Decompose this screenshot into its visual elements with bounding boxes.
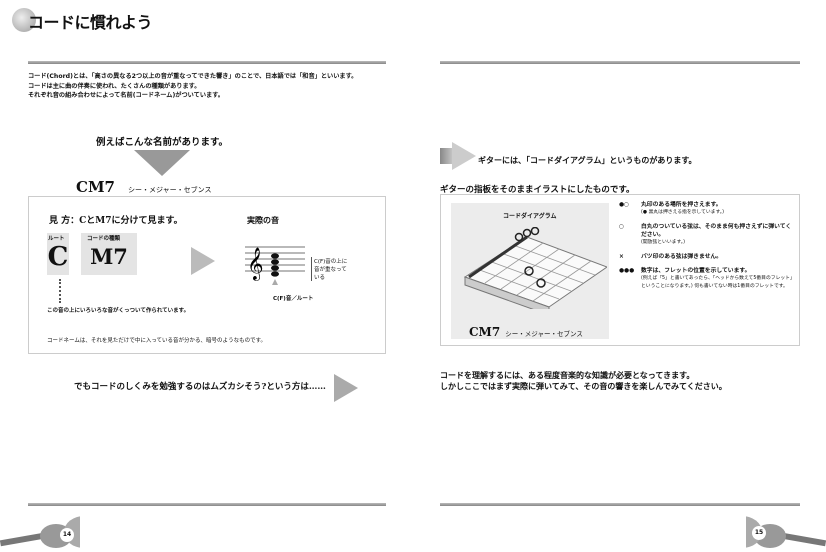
legend-item: ○ 白丸のついている弦は、そのまま何も押さえずに弾いてください。 (開放弦といいます… xyxy=(619,223,795,247)
chord-explanation-box: 見 方：CとM7に分けて見ます。 ルート C コードの種類 M7 実際の音 𝄞 … xyxy=(28,196,386,354)
staff-notation-icon: 𝄞 xyxy=(245,246,305,285)
intro-line: それぞれ音の組み合わせによって名前(コードネーム)がついています。 xyxy=(28,92,224,99)
down-arrow-icon xyxy=(134,150,190,176)
top-rule-right xyxy=(440,61,800,64)
intro-text: コード(Chord)とは、「高さの異なる2つ以上の音が重なってできた響き」のこと… xyxy=(28,72,357,101)
legend-symbol-icon: ●●● xyxy=(619,268,635,274)
intro-line: コードは主に曲の伴奏に使われ、たくさんの種類があります。 xyxy=(28,82,201,90)
page-title: コードに慣れよう xyxy=(28,13,153,32)
diagram-caption: CM7 シー・メジャー・セブンス xyxy=(469,321,583,340)
root-value: C xyxy=(47,242,69,272)
actual-sound-label: 実際の音 xyxy=(247,215,279,225)
legend-symbol-icon: ○ xyxy=(619,224,625,230)
page-number: 14 xyxy=(60,528,74,542)
intro-line: コード(Chord)とは、「高さの異なる2つ以上の音が重なってできた響き」のこと… xyxy=(28,73,358,80)
legend-text: バツ印のある弦は弾きません。 xyxy=(641,254,722,260)
page-number: 15 xyxy=(752,526,766,540)
diagram-reading: シー・メジャー・セブンス xyxy=(505,330,583,338)
legend-text: 丸印のある場所を押さえます。 xyxy=(641,202,722,208)
legend-note: (例えば「5」と書いてあったら、「ヘッドから数えて5番目のフレット」ということに… xyxy=(641,276,795,289)
legend-note: (開放弦といいます。) xyxy=(641,240,686,245)
chord-reading: シー・メジャー・セブンス xyxy=(128,186,212,194)
legend-item: ●○ 丸印のある場所を押さえます。 (● 黒丸は押さえる指を示しています。) xyxy=(619,201,795,217)
closing-line: コードを理解するには、ある程度音楽的な知識が必要となってきます。 xyxy=(440,371,695,380)
chord-name: CM7 xyxy=(76,178,115,196)
intro-arrow-icon xyxy=(452,142,476,170)
how-to-read: 見 方：CとM7に分けて見ます。 xyxy=(49,216,183,226)
guitar-icon xyxy=(746,516,826,548)
diagram-panel: コードダイアグラム CM7 シー・メジャー・セブンス xyxy=(451,203,609,339)
svg-text:𝄞: 𝄞 xyxy=(247,247,264,281)
top-rule-left xyxy=(28,61,386,64)
legend-text: 数字は、フレットの位置を示しています。 xyxy=(641,268,751,274)
fretboard-illustration xyxy=(463,227,607,309)
diagram-chord: CM7 xyxy=(469,325,501,339)
example-heading: 例えばこんな名前があります。 xyxy=(96,137,229,148)
bottom-rule-left xyxy=(28,503,386,506)
right-arrow-icon xyxy=(191,247,215,275)
legend-item: ●●● 数字は、フレットの位置を示しています。 (例えば「5」と書いてあったら、「ヘ… xyxy=(619,267,795,291)
stacked-note-label: C(F)音の上に音が重なっている xyxy=(311,257,351,281)
intro-arrow-stem xyxy=(440,148,454,164)
root-label: ルート xyxy=(48,236,65,242)
built-on-text: この音の上にいろいろな音がくっついて作られています。 xyxy=(47,308,190,314)
diagram-intro: ギターには、「コードダイアグラム」というものがあります。 xyxy=(478,156,697,165)
dotted-connector xyxy=(59,279,61,303)
diagram-title: コードダイアグラム xyxy=(503,213,557,220)
bottom-rule-right xyxy=(440,503,800,506)
chord-type-panel: コードの種類 M7 xyxy=(81,233,137,275)
chord-diagram-box: コードダイアグラム CM7 シー・メジャー・セブンス ●○ 丸印のある場所を押さえ… xyxy=(440,194,800,346)
closing-line: しかしここではまず実際に弾いてみて、その音の響きを楽しんでみてください。 xyxy=(440,382,727,391)
next-arrow-icon xyxy=(334,374,358,402)
root-note-label: C(F)音／ルート xyxy=(273,296,314,302)
type-label: コードの種類 xyxy=(87,236,121,242)
diagram-subheading: ギターの指板をそのままイラストにしたものです。 xyxy=(440,185,635,195)
legend-symbol-icon: ●○ xyxy=(619,202,630,208)
legend-note: (● 黒丸は押さえる指を示しています。) xyxy=(641,210,725,215)
closing-text: コードを理解するには、ある程度音楽的な知識が必要となってきます。 しかしここでは… xyxy=(440,370,727,392)
title-ornament-icon xyxy=(12,8,36,32)
legend-symbol-icon: × xyxy=(619,254,624,260)
legend-text: 白丸のついている弦は、そのまま何も押さえずに弾いてください。 xyxy=(641,224,792,238)
root-panel: ルート C xyxy=(47,233,69,275)
diagram-legend: ●○ 丸印のある場所を押さえます。 (● 黒丸は押さえる指を示しています。) ○ 白丸… xyxy=(619,201,795,291)
summary-text: コードネームは、それを見ただけで中に入っている音が分かる、暗号のようなものです。 xyxy=(47,338,267,344)
legend-item: × バツ印のある弦は弾きません。 xyxy=(619,253,795,261)
next-prompt: でもコードのしくみを勉強するのはムズカシそう?という方は…… xyxy=(74,382,326,392)
type-value: M7 xyxy=(90,244,128,269)
